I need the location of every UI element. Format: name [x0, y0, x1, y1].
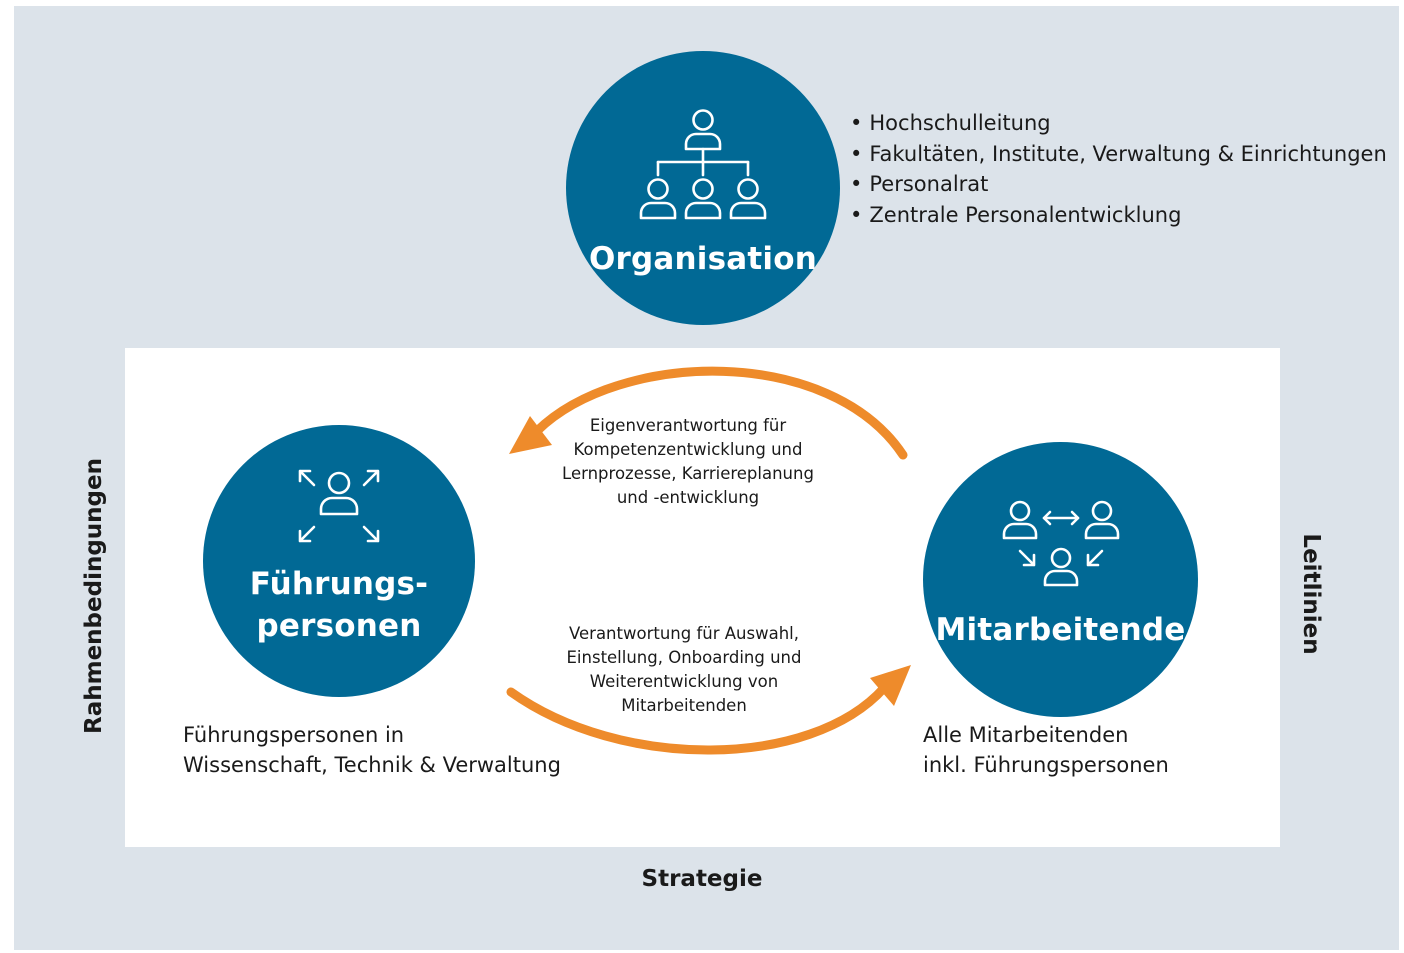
frame-bottom-label: Strategie [641, 866, 763, 892]
organisation-list: Hochschulleitung Fakultäten, Institute, … [850, 108, 1387, 231]
list-item: Zentrale Personalentwicklung [850, 200, 1387, 231]
leaders-circle: Führungs- personen [203, 425, 475, 697]
leaders-title: Führungs- personen [249, 566, 429, 644]
top-arrow-head [509, 416, 552, 454]
frame-left-label: Rahmenbedingungen [81, 458, 107, 734]
list-item: Hochschulleitung [850, 108, 1387, 139]
list-item: Fakultäten, Institute, Verwaltung & Einr… [850, 139, 1386, 170]
employees-circle: Mitarbeitende [923, 442, 1198, 717]
bottom-arrow-label: Verantwortung für Auswahl, Einstellung, … [566, 624, 802, 715]
bottom-curved-arrow [506, 683, 889, 755]
employees-description: Alle Mitarbeitenden inkl. Führungsperson… [923, 723, 1169, 777]
top-curved-arrow [532, 366, 908, 460]
employees-title: Mitarbeitende [935, 611, 1186, 648]
people-exchange-icon [1002, 500, 1119, 586]
person-expand-arrows-icon [298, 469, 380, 543]
bottom-arrow-head [870, 665, 911, 706]
top-arrow-label: Eigenverantwortung für Kompetenzentwickl… [562, 416, 814, 507]
org-hierarchy-icon [639, 109, 767, 220]
organisation-circle: Organisation [566, 51, 840, 325]
leaders-description: Führungspersonen in Wissenschaft, Techni… [183, 723, 561, 777]
organisation-title: Organisation [588, 241, 818, 277]
list-item: Personalrat [850, 169, 1387, 200]
frame-right-label: Leitlinien [1298, 533, 1324, 655]
